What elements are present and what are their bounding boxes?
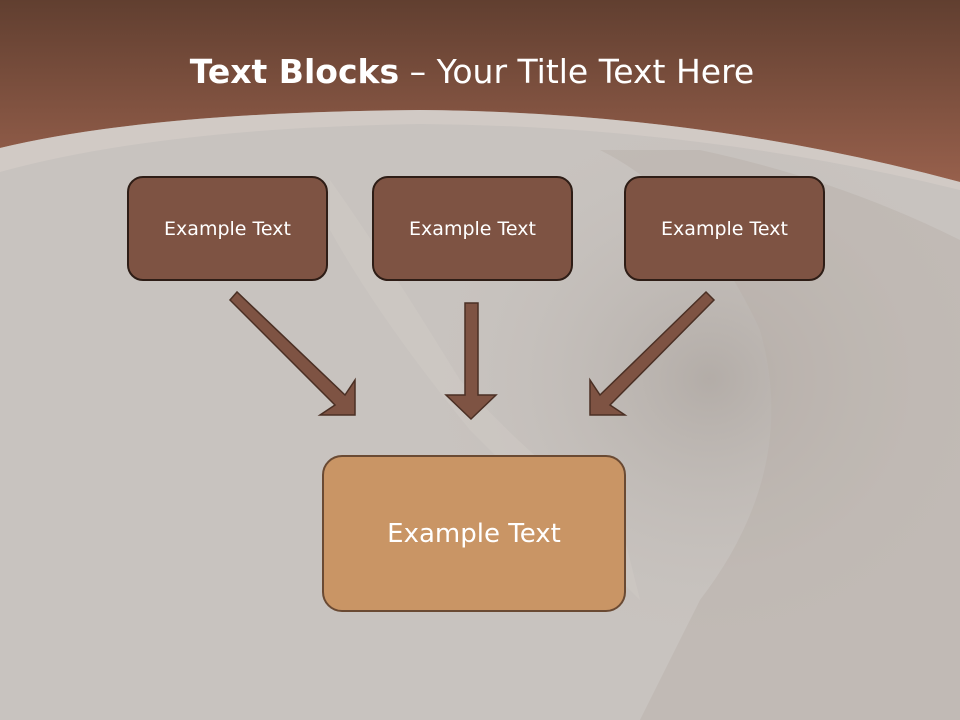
header-curve-highlight [0, 110, 960, 190]
text-block-3-label: Example Text [661, 217, 788, 240]
arrow-left-diagonal [228, 290, 356, 416]
header-band [0, 0, 960, 182]
text-block-1-label: Example Text [164, 217, 291, 240]
arrow-center-down [444, 302, 498, 421]
slide-title: Text Blocks – Your Title Text Here [0, 52, 944, 91]
arrow-right-diagonal [589, 290, 716, 416]
title-rest-text: Your Title Text Here [436, 52, 755, 91]
title-dash: – [399, 52, 437, 91]
result-text-block[interactable]: Example Text [322, 455, 626, 612]
text-block-3[interactable]: Example Text [624, 176, 825, 281]
result-text-block-label: Example Text [387, 518, 561, 549]
text-block-1[interactable]: Example Text [127, 176, 328, 281]
text-block-2[interactable]: Example Text [372, 176, 573, 281]
title-bold-text: Text Blocks [189, 52, 400, 91]
text-block-2-label: Example Text [409, 217, 536, 240]
